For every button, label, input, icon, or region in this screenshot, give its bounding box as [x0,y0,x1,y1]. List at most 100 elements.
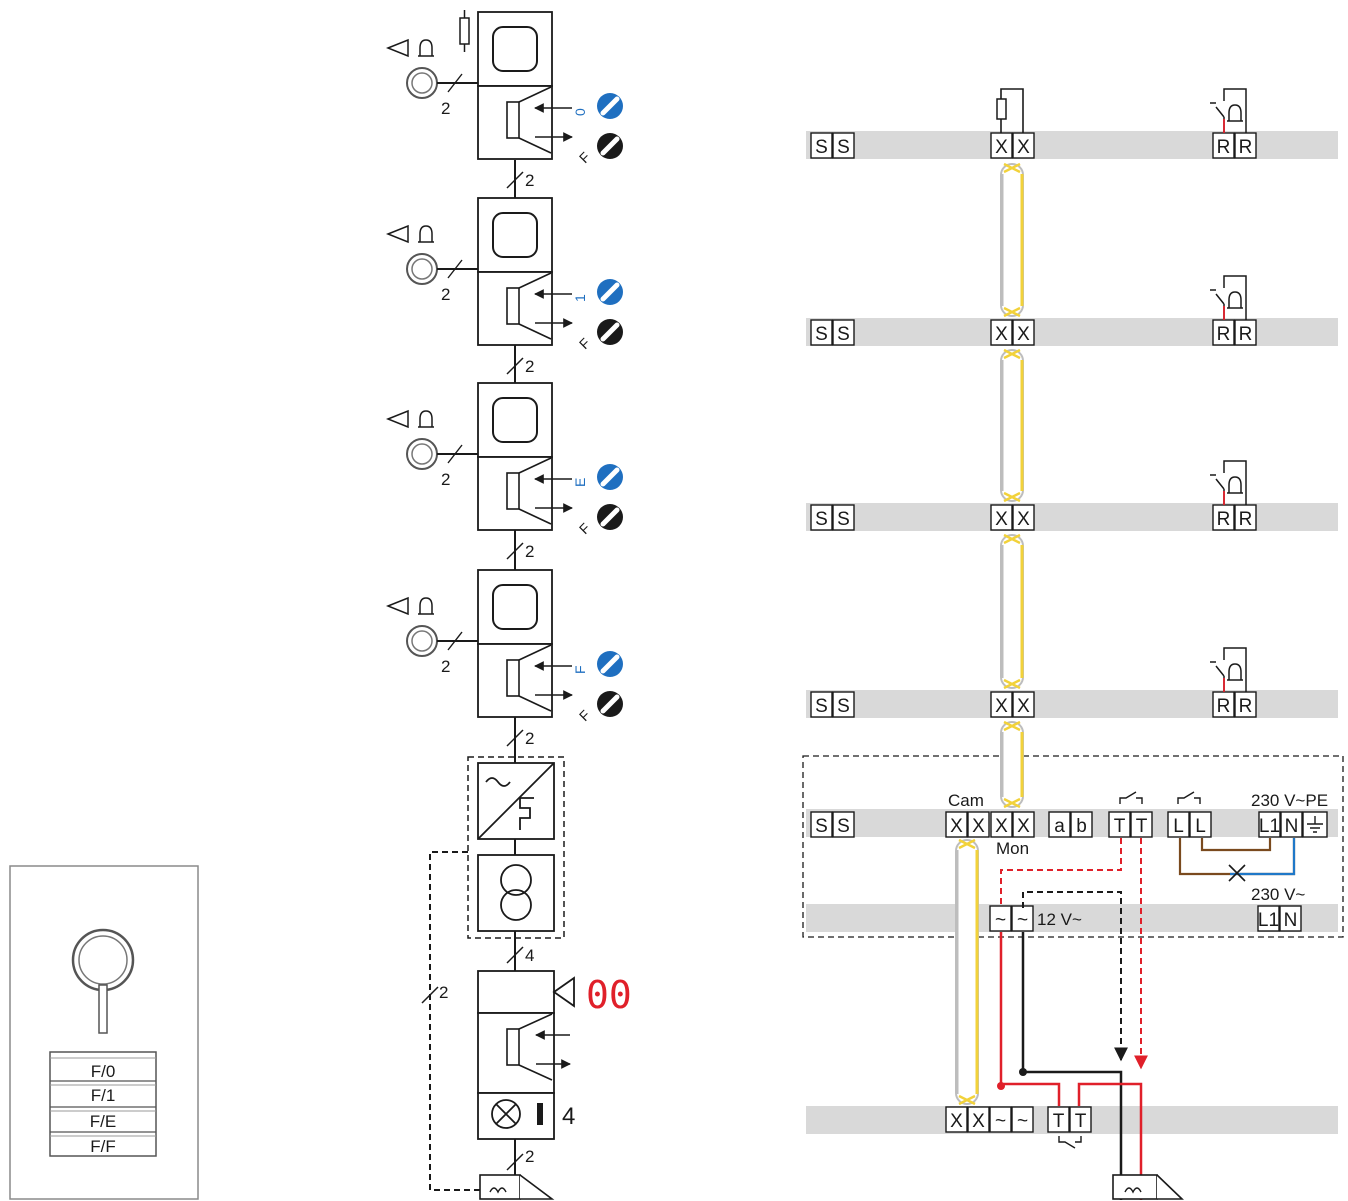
screen-icon [492,212,538,258]
wire-tick [447,73,463,93]
trunk-wire-count: 2 [525,171,534,190]
bell-push-inner [411,443,433,465]
din-rail-0 [806,131,1338,159]
speaker-icon [506,659,520,697]
terminal-box [832,504,855,531]
terminal-box [1167,811,1190,838]
terminal-label: N [1284,910,1298,931]
transformer-icon [500,864,532,896]
trunk-tick [506,542,524,560]
terminal-label: S [815,137,828,158]
horn-icon [385,409,409,429]
station-code: E [572,478,588,487]
cable-sheath [1000,163,1024,317]
bell-push-wiring-icon [1210,88,1247,133]
din-rail-5 [806,904,1338,932]
station-code: 1 [572,294,588,302]
bell-push-inner [411,72,433,94]
terminal-label: R [1217,137,1231,158]
terminal-a: a [1048,811,1071,838]
terminal-box [1280,811,1303,838]
terminal-box [810,811,833,838]
terminal-label: S [815,509,828,530]
bell-icon [418,597,434,615]
din-rail-2 [806,503,1338,531]
terminal-label: R [1239,137,1253,158]
terminal-label: L [1173,816,1184,837]
cable-twist [958,1094,976,1106]
terminal-box [832,132,855,159]
terminal-r: R [1212,691,1235,718]
terminal-label: X [1017,509,1030,530]
rotary-knob [600,507,620,527]
relay-contact-icon [1058,791,1201,1149]
wire-count-2: 2 [441,470,450,489]
terminal-r: R [1212,132,1235,159]
cable-twist [1003,720,1021,732]
terminal-box [967,1106,990,1133]
terminal-box [1108,811,1131,838]
bell-icon [1227,663,1243,681]
station-fixed-code: F [576,520,593,537]
door-station: 00 4 [477,970,632,1140]
speaker-icon [506,101,520,139]
speaker-cone [518,86,552,154]
terminal-s: S [832,319,855,346]
terminal-r: R [1234,132,1257,159]
terminal-label: ~ [995,910,1006,931]
lamp-icon [491,1099,521,1129]
terminal-label: X [972,816,985,837]
terminal-x: X [1012,504,1035,531]
terminal-label: T [1136,816,1148,837]
bell-push-wiring-icon [1210,460,1247,505]
terminal-label: X [972,1111,985,1132]
terminal-label: R [1217,696,1231,717]
bus-cable-3 [1000,533,1024,690]
name-label-2: F/E [90,1112,116,1131]
terminal-box [990,504,1013,531]
cable-sheath [955,839,979,1105]
rotary-knob [600,282,620,302]
resistor-icon-right [996,88,1024,133]
terminal-ac: ~ [1011,1106,1034,1133]
name-label-strip: F/0 F/1 F/E F/F [49,1051,157,1157]
terminal-label: T [1114,816,1126,837]
terminal-x: X [990,319,1013,346]
camera-lens-icon [71,928,135,1034]
terminal-label: X [1017,696,1030,717]
terminal-x: X [1012,691,1035,718]
terminal-label: X [995,137,1008,158]
wire-count-2-door: 2 [525,1147,534,1166]
mains-label: 230 V~ [1251,885,1305,904]
mains-pe-label: 230 V~PE [1251,791,1328,810]
terminal-label: S [837,696,850,717]
terminal-box [990,811,1013,838]
cable-twist [1003,162,1021,174]
wire-tick [447,259,463,279]
ac-wave-icon [485,777,511,787]
terminal-label: R [1217,509,1231,530]
terminal-r: R [1234,504,1257,531]
terminal-box [1189,811,1212,838]
terminal-box [990,691,1013,718]
terminal-s: S [810,811,833,838]
cable-twist [1003,533,1021,545]
terminal-label: X [950,816,963,837]
station-fixed-code: F [576,335,593,352]
terminal-ac: ~ [1011,905,1034,932]
terminal-box [832,811,855,838]
speaker-cone [518,272,552,340]
resistor-body [459,17,470,45]
terminal-ac: ~ [989,905,1012,932]
camera-icon [552,976,575,1008]
name-label-0: F/0 [91,1062,116,1081]
terminal-box [832,319,855,346]
terminal-s: S [832,811,855,838]
bell-push-inner [411,258,433,280]
terminal-box [1012,691,1035,718]
rotary-knob [600,322,620,342]
trunk-tick [506,729,524,747]
